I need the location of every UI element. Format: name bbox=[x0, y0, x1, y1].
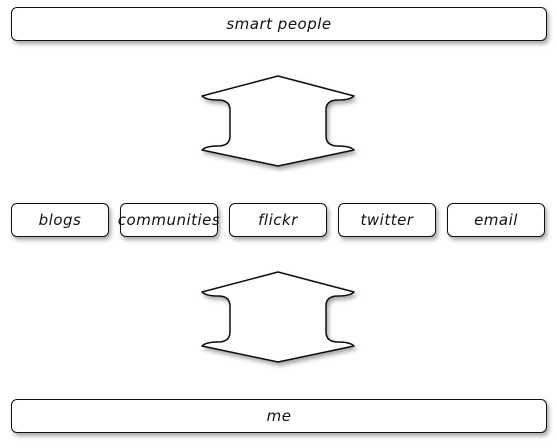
me-label: me bbox=[266, 407, 292, 425]
flickr-box: flickr bbox=[229, 203, 327, 237]
communities-label: communities bbox=[117, 211, 221, 229]
twitter-label: twitter bbox=[360, 211, 414, 229]
twitter-box: twitter bbox=[338, 203, 436, 237]
double-headed-arrow-icon bbox=[201, 271, 355, 363]
communities-box: communities bbox=[117, 203, 221, 237]
blogs-box: blogs bbox=[11, 203, 109, 237]
blogs-label: blogs bbox=[38, 211, 82, 229]
double-headed-arrow-icon bbox=[201, 75, 355, 167]
smart-people-box: smart people bbox=[11, 7, 547, 41]
email-box: email bbox=[447, 203, 545, 237]
email-label: email bbox=[474, 211, 518, 229]
me-box: me bbox=[11, 399, 547, 433]
smart-people-label: smart people bbox=[226, 15, 332, 33]
flickr-label: flickr bbox=[258, 211, 298, 229]
